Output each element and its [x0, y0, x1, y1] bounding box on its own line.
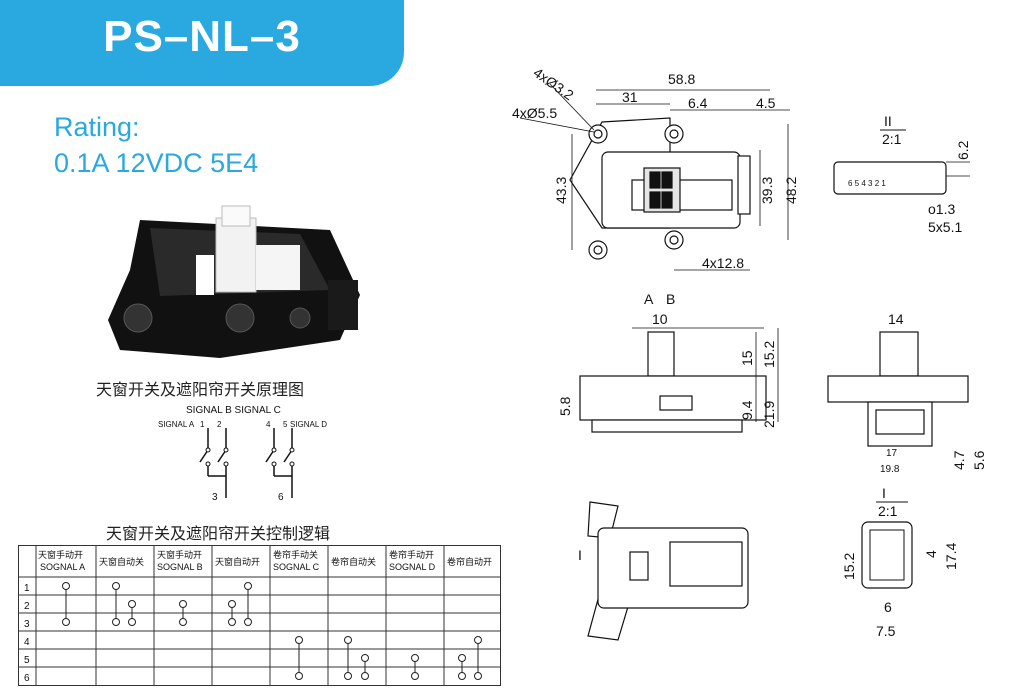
dim-19-8: 19.8: [880, 464, 900, 475]
dim-21-9: 21.9: [761, 401, 777, 428]
dim-4: 4: [923, 550, 939, 558]
dim-A: A: [644, 291, 654, 307]
pin-3: 3: [212, 492, 218, 503]
row-6: 6: [24, 673, 30, 684]
header-3: 天窗手动开: [157, 549, 202, 560]
view-i-scale: 2:1: [878, 503, 898, 519]
pin-2: 2: [217, 420, 222, 429]
header-7: 卷帘手动开: [389, 549, 434, 560]
switch-schematic: SIGNAL B SIGNAL C SIGNAL A 1 2 4 5 SIGNA…: [158, 405, 327, 503]
side-view-drawing: A B 10 15 15.2 5.8 9.4 21.9: [557, 291, 779, 433]
dim-B: B: [666, 291, 675, 307]
dim-6-4: 6.4: [688, 95, 708, 111]
header-8: 卷帘自动开: [447, 556, 492, 567]
row-1: 1: [24, 583, 30, 594]
dim-14: 14: [888, 311, 904, 327]
row-3: 3: [24, 619, 30, 630]
pin-4: 4: [266, 420, 271, 429]
title-banner: [0, 0, 404, 86]
dim-17: 17: [886, 448, 898, 459]
dim-58-8: 58.8: [668, 71, 695, 87]
view-ii-scale: 2:1: [882, 131, 902, 147]
signal-d-label: SIGNAL D: [290, 420, 327, 429]
pin-1: 1: [200, 420, 205, 429]
dim-5-8: 5.8: [557, 396, 573, 416]
dim-5x5-1: 5x5.1: [928, 219, 962, 235]
top-view-drawing: 4xØ3.2 4xØ5.5 58.8 31 6.4 4.5 43.3 39.3 …: [512, 64, 799, 271]
signal-a-label: SIGNAL A: [158, 420, 195, 429]
dim-48-2: 48.2: [783, 177, 799, 204]
header-5: 卷帘手动关: [273, 549, 318, 560]
header-7b: SOGNAL D: [389, 562, 436, 572]
header-3b: SOGNAL B: [157, 562, 203, 572]
view-ii-label: II: [884, 113, 892, 129]
dim-31: 31: [622, 89, 638, 105]
dim-hole-3-2: 4xØ3.2: [531, 64, 577, 103]
dim-5-6: 5.6: [971, 450, 987, 470]
product-photo: [108, 205, 360, 358]
row-5: 5: [24, 655, 30, 666]
dim-10: 10: [652, 311, 668, 327]
dim-6-2: 6.2: [955, 140, 971, 160]
header-1: 天窗手动开: [38, 549, 83, 560]
dim-7-5: 7.5: [876, 623, 896, 639]
dim-39-3: 39.3: [759, 177, 775, 204]
dim-9-4: 9.4: [739, 400, 755, 420]
dim-15-2-conn: 15.2: [841, 553, 857, 580]
dim-6: 6: [884, 599, 892, 615]
rating-value: 0.1A 12VDC 5E4: [54, 148, 259, 178]
dim-4-7: 4.7: [951, 450, 967, 470]
row-2: 2: [24, 601, 30, 612]
end-view-drawing: 14 17 19.8 4.7 5.6: [827, 311, 987, 475]
header-1b: SOGNAL A: [40, 562, 85, 572]
connector-view-i: I 2:1 15.2 4 17.4 6 7.5: [841, 485, 959, 639]
view-i-label: I: [882, 485, 886, 501]
row-4: 4: [24, 637, 30, 648]
header-5b: SOGNAL C: [273, 562, 320, 572]
dim-4-5: 4.5: [756, 95, 776, 111]
dim-17-4: 17.4: [943, 543, 959, 570]
signal-bc-label: SIGNAL B SIGNAL C: [186, 405, 281, 416]
dim-o1-3: o1.3: [928, 201, 955, 217]
dim-hole-5-5: 4xØ5.5: [512, 105, 557, 121]
schematic-caption: 天窗开关及遮阳帘开关原理图: [96, 382, 305, 399]
dim-15: 15: [739, 350, 755, 366]
pin-6: 6: [278, 492, 284, 503]
logic-caption: 天窗开关及遮阳帘开关控制逻辑: [106, 526, 331, 543]
connector-view-ii: II 2:1 6 5 4 3 2 1 6.2 o1.3 5x5.1: [833, 113, 971, 235]
dim-4x12-8: 4x12.8: [702, 255, 744, 271]
dim-15-2: 15.2: [761, 341, 777, 368]
bottom-view-drawing: I: [578, 501, 749, 641]
rating-label: Rating:: [54, 112, 140, 142]
pin-5: 5: [283, 420, 288, 429]
dim-43-3: 43.3: [553, 177, 569, 204]
header-2: 天窗自动关: [99, 556, 144, 567]
product-title: PS–NL–3: [103, 12, 301, 61]
header-6: 卷帘自动关: [331, 556, 376, 567]
view-i-marker: I: [578, 547, 582, 563]
pin-numbers: 6 5 4 3 2 1: [848, 179, 886, 188]
header-4: 天窗自动开: [215, 556, 260, 567]
